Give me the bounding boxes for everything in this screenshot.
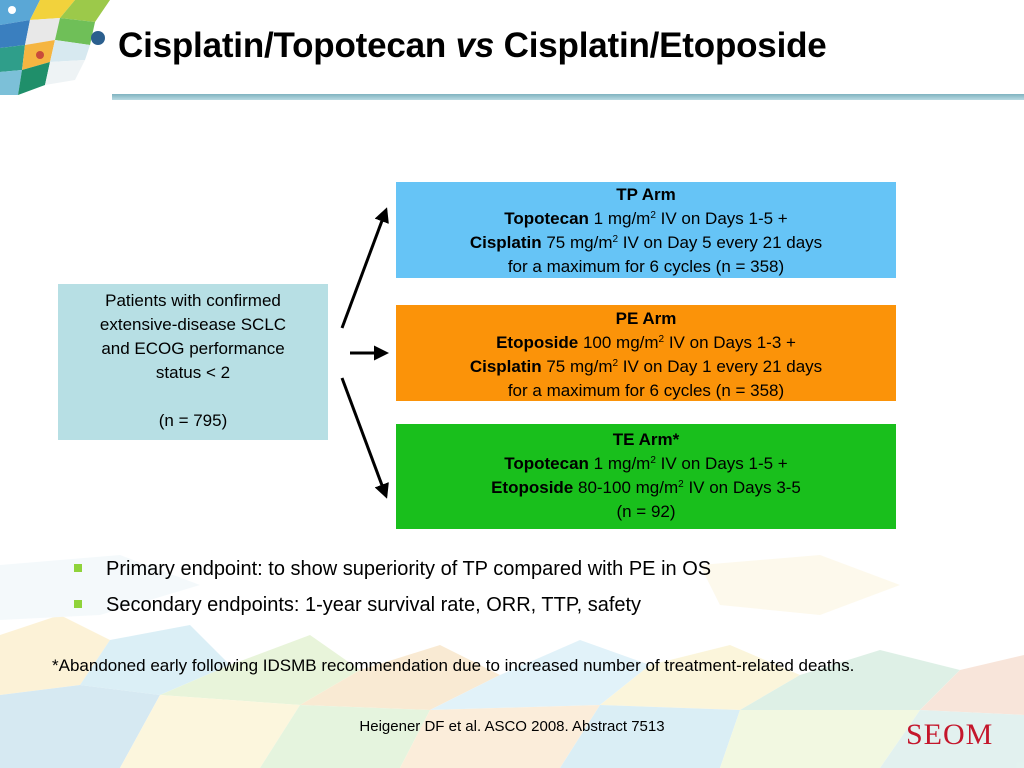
te-arm-drug-1: Topotecan <box>504 454 589 473</box>
citation: Heigener DF et al. ASCO 2008. Abstract 7… <box>359 718 665 735</box>
te-arm-dose-1-rest: IV on Days 1-5 + <box>655 454 788 473</box>
square-bullet-icon <box>74 564 82 572</box>
pe-arm-tail: for a maximum for 6 cycles (n = 358) <box>507 381 785 400</box>
patients-line-2: extensive-disease SCLC <box>99 315 287 334</box>
slide-title: Cisplatin/Topotecan vs Cisplatin/Etoposi… <box>118 26 827 66</box>
pe-arm-sup-2: 2 <box>612 358 619 369</box>
footnote: *Abandoned early following IDSMB recomme… <box>52 656 855 675</box>
te-arm-title: TE Arm* <box>612 430 680 449</box>
tp-arm-box: TP Arm Topotecan 1 mg/m2 IV on Days 1-5 … <box>396 182 896 278</box>
tp-arm-sup-1: 2 <box>650 210 656 221</box>
te-arm-sup-2: 2 <box>678 479 684 490</box>
list-item: Secondary endpoints: 1-year survival rat… <box>72 592 711 628</box>
list-item: Primary endpoint: to show superiority of… <box>72 556 711 592</box>
pe-arm-dose-1: 100 mg/m <box>578 333 659 352</box>
pe-arm-drug-2: Cisplatin <box>469 357 542 376</box>
pe-arm-dose-1-rest: IV on Days 1-3 + <box>664 333 796 352</box>
te-arm-dose-1: 1 mg/m <box>588 454 651 473</box>
patients-line-1: Patients with confirmed <box>105 291 281 310</box>
te-arm-sup-1: 2 <box>650 455 656 466</box>
pe-arm-title: PE Arm <box>615 309 677 328</box>
endpoint-list: Primary endpoint: to show superiority of… <box>72 556 711 628</box>
pe-arm-drug-1: Etoposide <box>496 333 579 352</box>
randomization-arrows <box>340 207 389 499</box>
tp-arm-dose-1: 1 mg/m <box>588 209 651 228</box>
tp-arm-dose-2: 75 mg/m <box>541 233 613 252</box>
patients-count: (n = 795) <box>158 411 228 430</box>
pe-arm-box: PE Arm Etoposide 100 mg/m2 IV on Days 1-… <box>396 305 896 401</box>
te-arm-drug-2: Etoposide <box>491 478 574 497</box>
pe-arm-dose-2: 75 mg/m <box>541 357 613 376</box>
pe-arm-sup-1: 2 <box>658 334 665 345</box>
te-arm-box: TE Arm* Topotecan 1 mg/m2 IV on Days 1-5… <box>396 424 896 529</box>
square-bullet-icon <box>74 600 82 608</box>
patients-line-3: and ECOG performance <box>101 339 285 358</box>
mosaic-corner-decoration <box>0 0 120 95</box>
te-arm-dose-2: 80-100 mg/m <box>573 478 679 497</box>
title-underline <box>112 94 1024 100</box>
title-part-1: Cisplatin/Topotecan <box>118 26 456 65</box>
arrow-to-tp-arm <box>340 207 389 329</box>
tp-arm-tail: for a maximum for 6 cycles (n = 358) <box>507 257 785 276</box>
primary-endpoint-text: Primary endpoint: to show superiority of… <box>106 558 712 580</box>
tp-arm-drug-1: Topotecan <box>504 209 589 228</box>
arrow-to-te-arm <box>340 377 389 499</box>
secondary-endpoint-text: Secondary endpoints: 1-year survival rat… <box>106 594 642 616</box>
patients-box: Patients with confirmed extensive-diseas… <box>58 284 328 440</box>
title-part-2: Cisplatin/Etoposide <box>494 26 827 65</box>
tp-arm-title: TP Arm <box>616 185 676 204</box>
seom-logo: SEOM <box>906 718 994 751</box>
title-vs: vs <box>455 26 495 65</box>
tp-arm-drug-2: Cisplatin <box>469 233 542 252</box>
te-arm-tail: (n = 92) <box>616 502 676 521</box>
mosaic-footer-decoration <box>0 555 1024 768</box>
tp-arm-dose-1-rest: IV on Days 1-5 + <box>655 209 788 228</box>
pe-arm-dose-2-rest: IV on Day 1 every 21 days <box>618 357 823 376</box>
tp-arm-sup-2: 2 <box>612 234 619 245</box>
tp-arm-dose-2-rest: IV on Day 5 every 21 days <box>618 233 823 252</box>
patients-line-4: status < 2 <box>155 363 231 382</box>
te-arm-dose-2-rest: IV on Days 3-5 <box>683 478 801 497</box>
